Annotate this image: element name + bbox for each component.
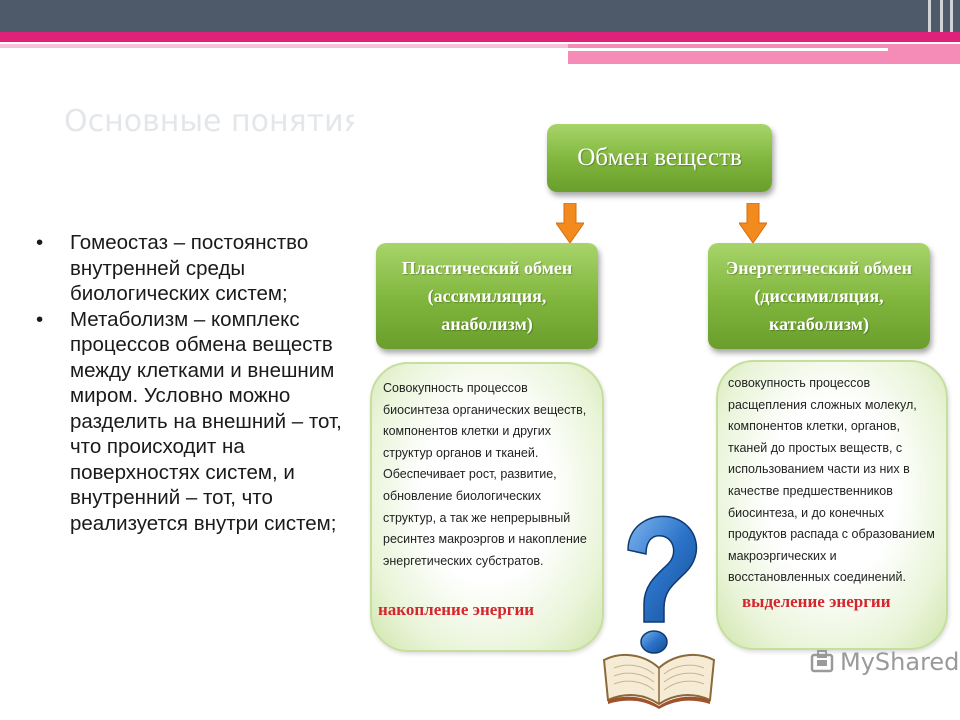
- arrow-down-icon: [556, 203, 584, 243]
- plastic-metabolism-description-box: [370, 362, 604, 652]
- diagram-root-label: Обмен веществ: [577, 144, 742, 171]
- plastic-metabolism-description: Совокупность процессов биосинтеза органи…: [383, 381, 587, 568]
- question-book-icon: [602, 515, 716, 709]
- diagram-root-box: Обмен веществ: [547, 124, 772, 192]
- energy-metabolism-result: выделение энергии: [742, 592, 891, 611]
- bullet-dot: •: [36, 231, 44, 254]
- arrow-down-icon: [739, 203, 767, 243]
- bullet-text: Гомеостаз – постоянство внутренней среды…: [70, 231, 309, 305]
- bullet-item: • Гомеостаз – постоянство внутренней сред…: [36, 230, 346, 307]
- watermark: MyShared: [810, 648, 959, 676]
- header-divider: [950, 0, 953, 32]
- energy-metabolism-subtitle: катаболизм): [769, 314, 869, 334]
- header-divider: [928, 0, 931, 32]
- plastic-metabolism-subtitle: анаболизм): [441, 314, 533, 334]
- bullet-text: Метаболизм – комплекс процессов обмена в…: [70, 307, 342, 535]
- plastic-metabolism-subtitle: (ассимиляция,: [427, 286, 547, 306]
- accent-stripe-highlight: [568, 48, 888, 51]
- plastic-metabolism-box: Пластический обмен (ассимиляция, анаболи…: [376, 243, 598, 349]
- energy-metabolism-box: Энергетический обмен (диссимиляция, ката…: [708, 243, 930, 349]
- energy-metabolism-description: совокупность процессов расщепления сложн…: [728, 376, 935, 585]
- plastic-metabolism-result: накопление энергии: [378, 600, 535, 619]
- energy-metabolism-description-box: [716, 360, 948, 650]
- header-bar: [0, 0, 960, 32]
- myshared-logo-icon: [810, 650, 834, 673]
- bullet-dot: •: [36, 307, 44, 331]
- bullet-list: • Гомеостаз – постоянство внутренней сред…: [36, 230, 346, 536]
- energy-metabolism-title: Энергетический обмен: [726, 258, 912, 278]
- watermark-text: MyShared: [840, 648, 960, 676]
- header-divider: [940, 0, 943, 32]
- bullet-item: • Метаболизм – комплекс процессов обмена …: [36, 307, 346, 537]
- energy-metabolism-subtitle: (диссимиляция,: [754, 286, 884, 306]
- accent-stripe: [0, 32, 960, 42]
- slide-title: Основные понятия: [64, 104, 354, 139]
- accent-stripe-light: [0, 44, 568, 48]
- accent-stripe-secondary: [568, 44, 960, 64]
- plastic-metabolism-title: Пластический обмен: [401, 258, 573, 278]
